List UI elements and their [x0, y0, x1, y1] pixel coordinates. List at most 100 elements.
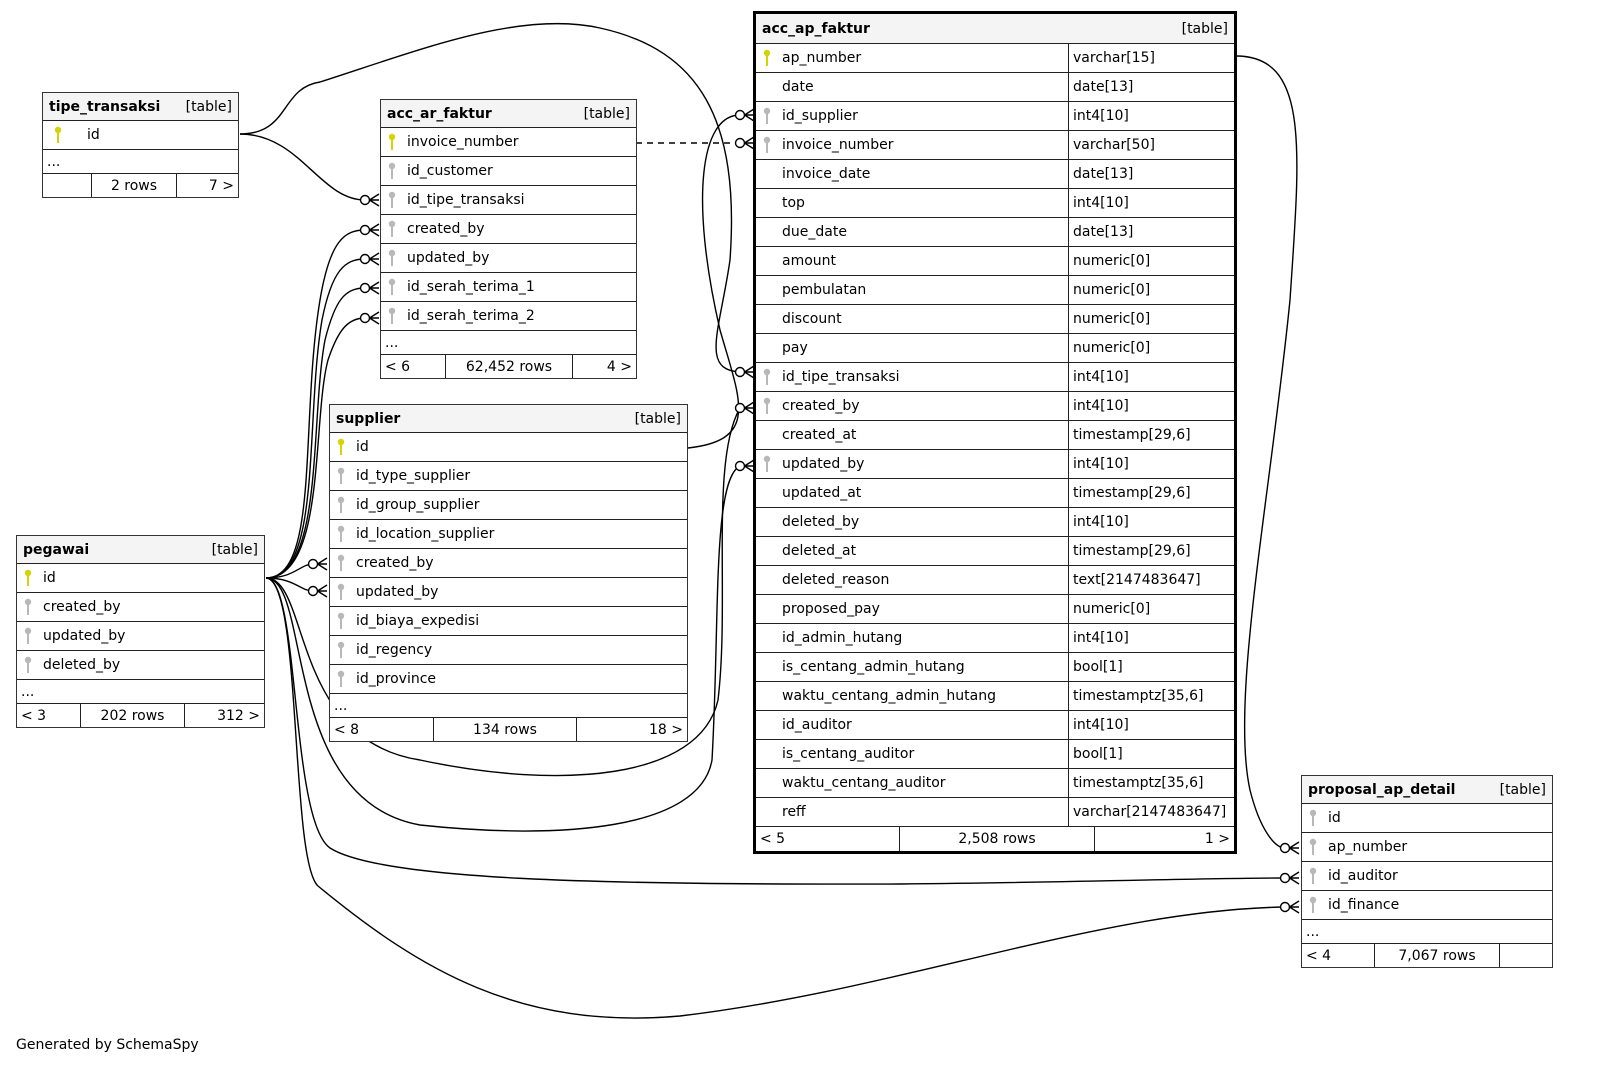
column-type: date[13] [1068, 160, 1234, 188]
column-name: created_by [43, 599, 121, 615]
column-name: created_at [782, 427, 857, 443]
children-count[interactable]: 1 > [1204, 831, 1230, 847]
crows-foot-marker [1279, 871, 1300, 885]
primary-key-icon [756, 49, 778, 67]
column-row[interactable]: updated_by [17, 622, 264, 651]
table-header[interactable]: pegawai [table] [17, 536, 264, 564]
column-name: date [782, 79, 814, 95]
column-row[interactable]: id_province [330, 665, 687, 694]
column-type: int4[10] [1068, 392, 1234, 420]
children-count[interactable] [1500, 944, 1552, 967]
column-row[interactable]: id_serah_terima_1 [381, 273, 636, 302]
column-row[interactable]: id_auditor [1302, 862, 1552, 891]
children-count[interactable]: 7 > [208, 177, 234, 194]
parents-count[interactable] [43, 174, 91, 197]
parents-count[interactable]: < 8 [334, 721, 360, 738]
column-name: deleted_reason [782, 572, 890, 588]
column-name: id_auditor [782, 717, 852, 733]
column-row[interactable]: id [17, 564, 264, 593]
column-row[interactable]: id_group_supplier [330, 491, 687, 520]
column-name: id_tipe_transaksi [407, 192, 525, 208]
parents-count[interactable]: < 4 [1306, 947, 1332, 964]
foreign-key-icon [381, 307, 403, 325]
column-row[interactable]: deleted_by [17, 651, 264, 680]
column-row[interactable]: id [1302, 804, 1552, 833]
column-name: id [356, 439, 369, 455]
column-type: date[13] [1068, 218, 1234, 246]
column-name: updated_at [782, 485, 862, 501]
column-row[interactable]: created_by [381, 215, 636, 244]
table-tipe-transaksi[interactable]: tipe_transaksi [table] id ... 2 rows 7 > [42, 92, 239, 198]
column-row[interactable]: id [330, 433, 687, 462]
column-row[interactable]: id_location_supplier [330, 520, 687, 549]
column-name: ap_number [1328, 839, 1408, 855]
table-header[interactable]: acc_ar_faktur [table] [381, 100, 636, 128]
column-row[interactable]: id_type_supplier [330, 462, 687, 491]
parents-count[interactable]: < 3 [21, 707, 47, 724]
children-count[interactable]: 312 > [217, 707, 260, 724]
column-row[interactable]: id_finance [1302, 891, 1552, 920]
parents-count[interactable]: < 5 [760, 831, 786, 847]
children-count[interactable]: 18 > [649, 721, 683, 738]
column-row[interactable]: id [43, 121, 238, 150]
children-count[interactable]: 4 > [606, 358, 632, 375]
edge-tipe-transaksi-to-ar-faktur [239, 133, 366, 201]
column-row[interactable]: created_by [17, 593, 264, 622]
table-header[interactable]: acc_ap_faktur [table] [756, 14, 1234, 44]
crows-foot-marker [307, 584, 328, 598]
column-row[interactable]: id_tipe_transaksi [381, 186, 636, 215]
column-row[interactable]: updated_by [381, 244, 636, 273]
edge-supplier-to-ap-supplier [687, 114, 741, 449]
table-header[interactable]: supplier [table] [330, 405, 687, 433]
table-kind: [table] [185, 98, 232, 115]
column-row[interactable]: date date[13] [756, 73, 1234, 102]
column-row[interactable]: id_customer [381, 157, 636, 186]
column-row[interactable]: ap_number [1302, 833, 1552, 862]
table-header[interactable]: proposal_ap_detail [table] [1302, 776, 1552, 804]
parents-count[interactable]: < 6 [385, 358, 411, 375]
column-row[interactable]: updated_by [330, 578, 687, 607]
more-columns: ... [17, 680, 264, 704]
column-type: date[13] [1068, 73, 1234, 101]
row-count: 62,452 rows [445, 355, 573, 378]
column-row[interactable]: id_biaya_expedisi [330, 607, 687, 636]
column-row[interactable]: id_serah_terima_2 [381, 302, 636, 331]
column-row[interactable]: created_by [330, 549, 687, 578]
column-type: int4[10] [1068, 189, 1234, 217]
column-name: pay [782, 340, 808, 356]
table-header[interactable]: tipe_transaksi [table] [43, 93, 238, 121]
column-row[interactable]: id_regency [330, 636, 687, 665]
column-row[interactable]: invoice_number [381, 128, 636, 157]
